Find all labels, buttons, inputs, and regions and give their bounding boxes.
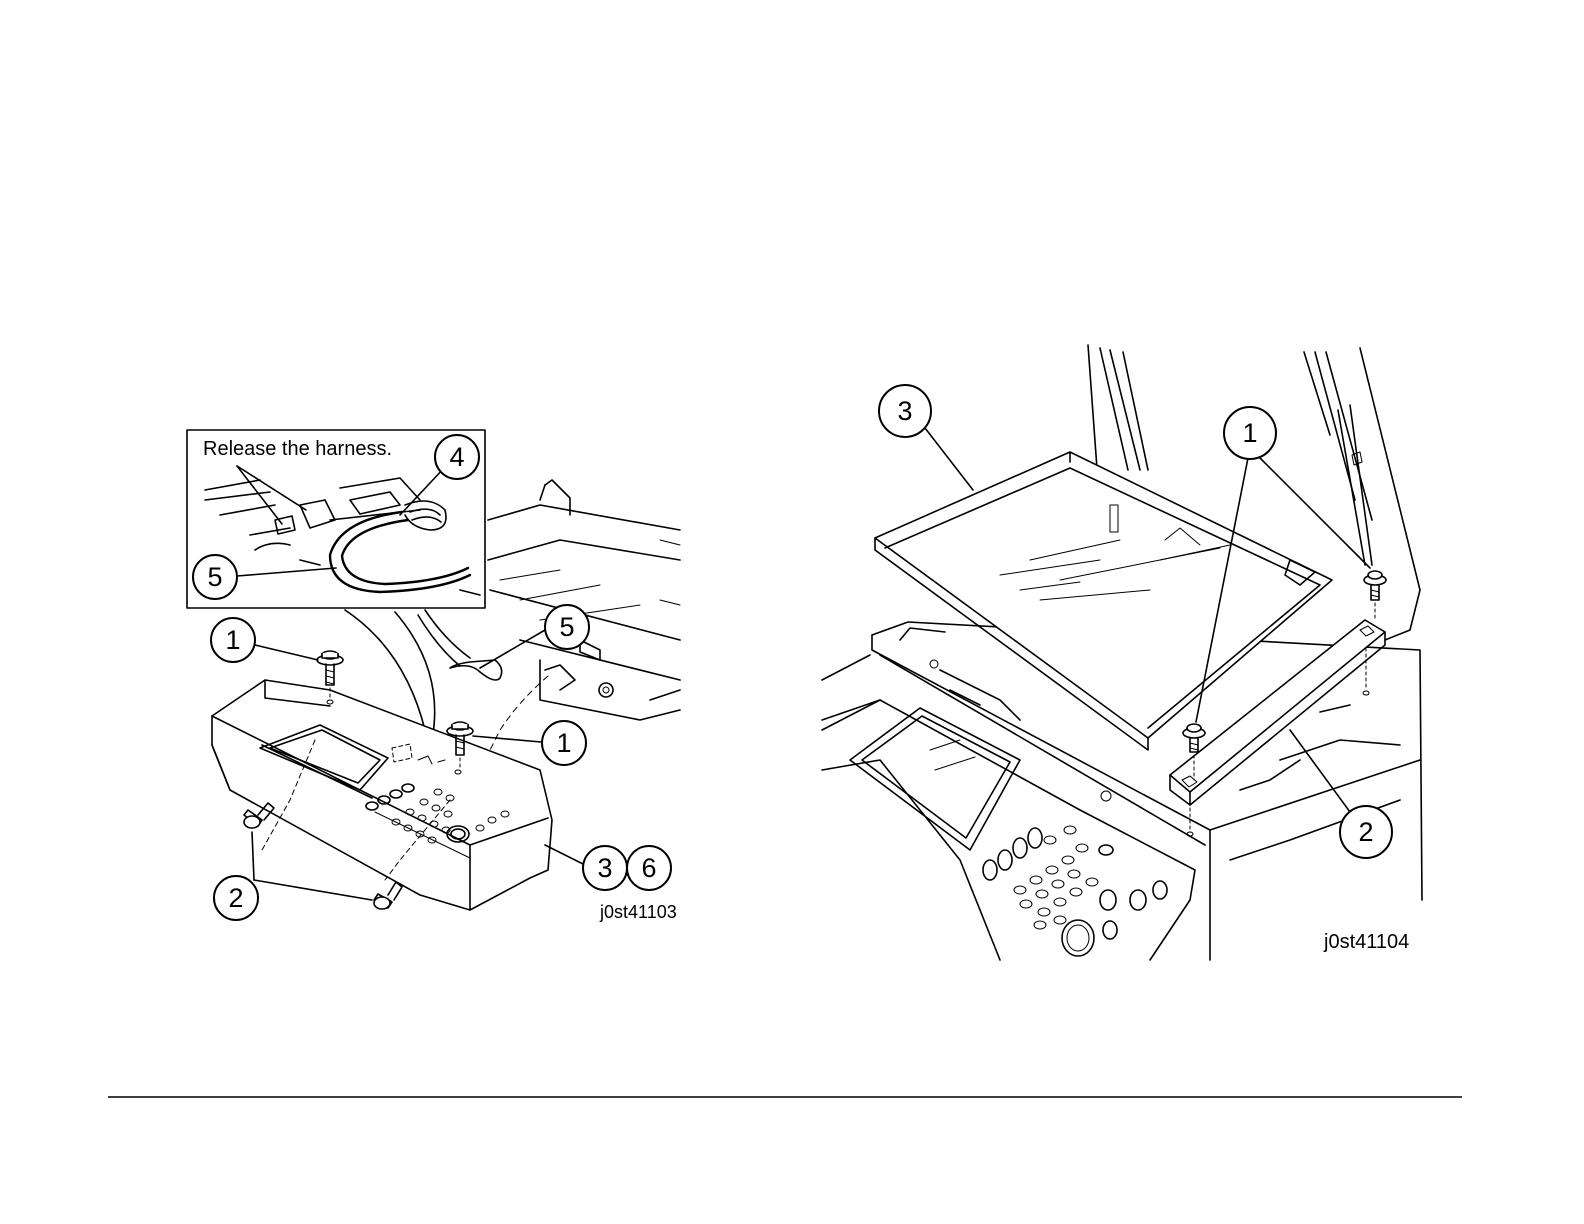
left-figure: Release the harness. 4 5 [187,430,680,922]
svg-text:5: 5 [559,612,574,642]
callout-bracket: 2 [1340,806,1392,858]
callout-screws-front: 2 [214,876,258,920]
callout-screws: 1 [1224,407,1276,459]
svg-text:3: 3 [597,853,612,883]
svg-text:6: 6 [641,853,656,883]
right-figure: 3 2 [822,345,1422,960]
control-panel-buttons-right [983,826,1167,956]
callout-harness-main: 5 [545,605,589,649]
right-figure-id: j0st41104 [1323,931,1409,953]
inset-caption: Release the harness. [203,438,392,460]
callout-panel-b: 6 [627,846,671,890]
svg-text:1: 1 [225,625,240,655]
control-panel-drawing [212,680,552,910]
callout-harness-clamp: 4 [435,435,479,479]
svg-text:1: 1 [556,728,571,758]
svg-text:1: 1 [1242,418,1257,448]
svg-text:2: 2 [1358,817,1373,847]
svg-text:4: 4 [449,442,464,472]
svg-text:2: 2 [228,883,243,913]
callout-screw-top: 1 [211,618,255,662]
svg-text:3: 3 [897,396,912,426]
left-figure-id: j0st41103 [599,902,677,922]
callout-glass: 3 [879,385,931,437]
callout-panel-a: 3 [583,846,627,890]
callout-harness-inset: 5 [193,555,237,599]
svg-text:5: 5 [207,562,222,592]
callout-screw-mid: 1 [542,721,586,765]
harness-loop [450,660,502,680]
scanner-body-drawing [488,480,680,720]
